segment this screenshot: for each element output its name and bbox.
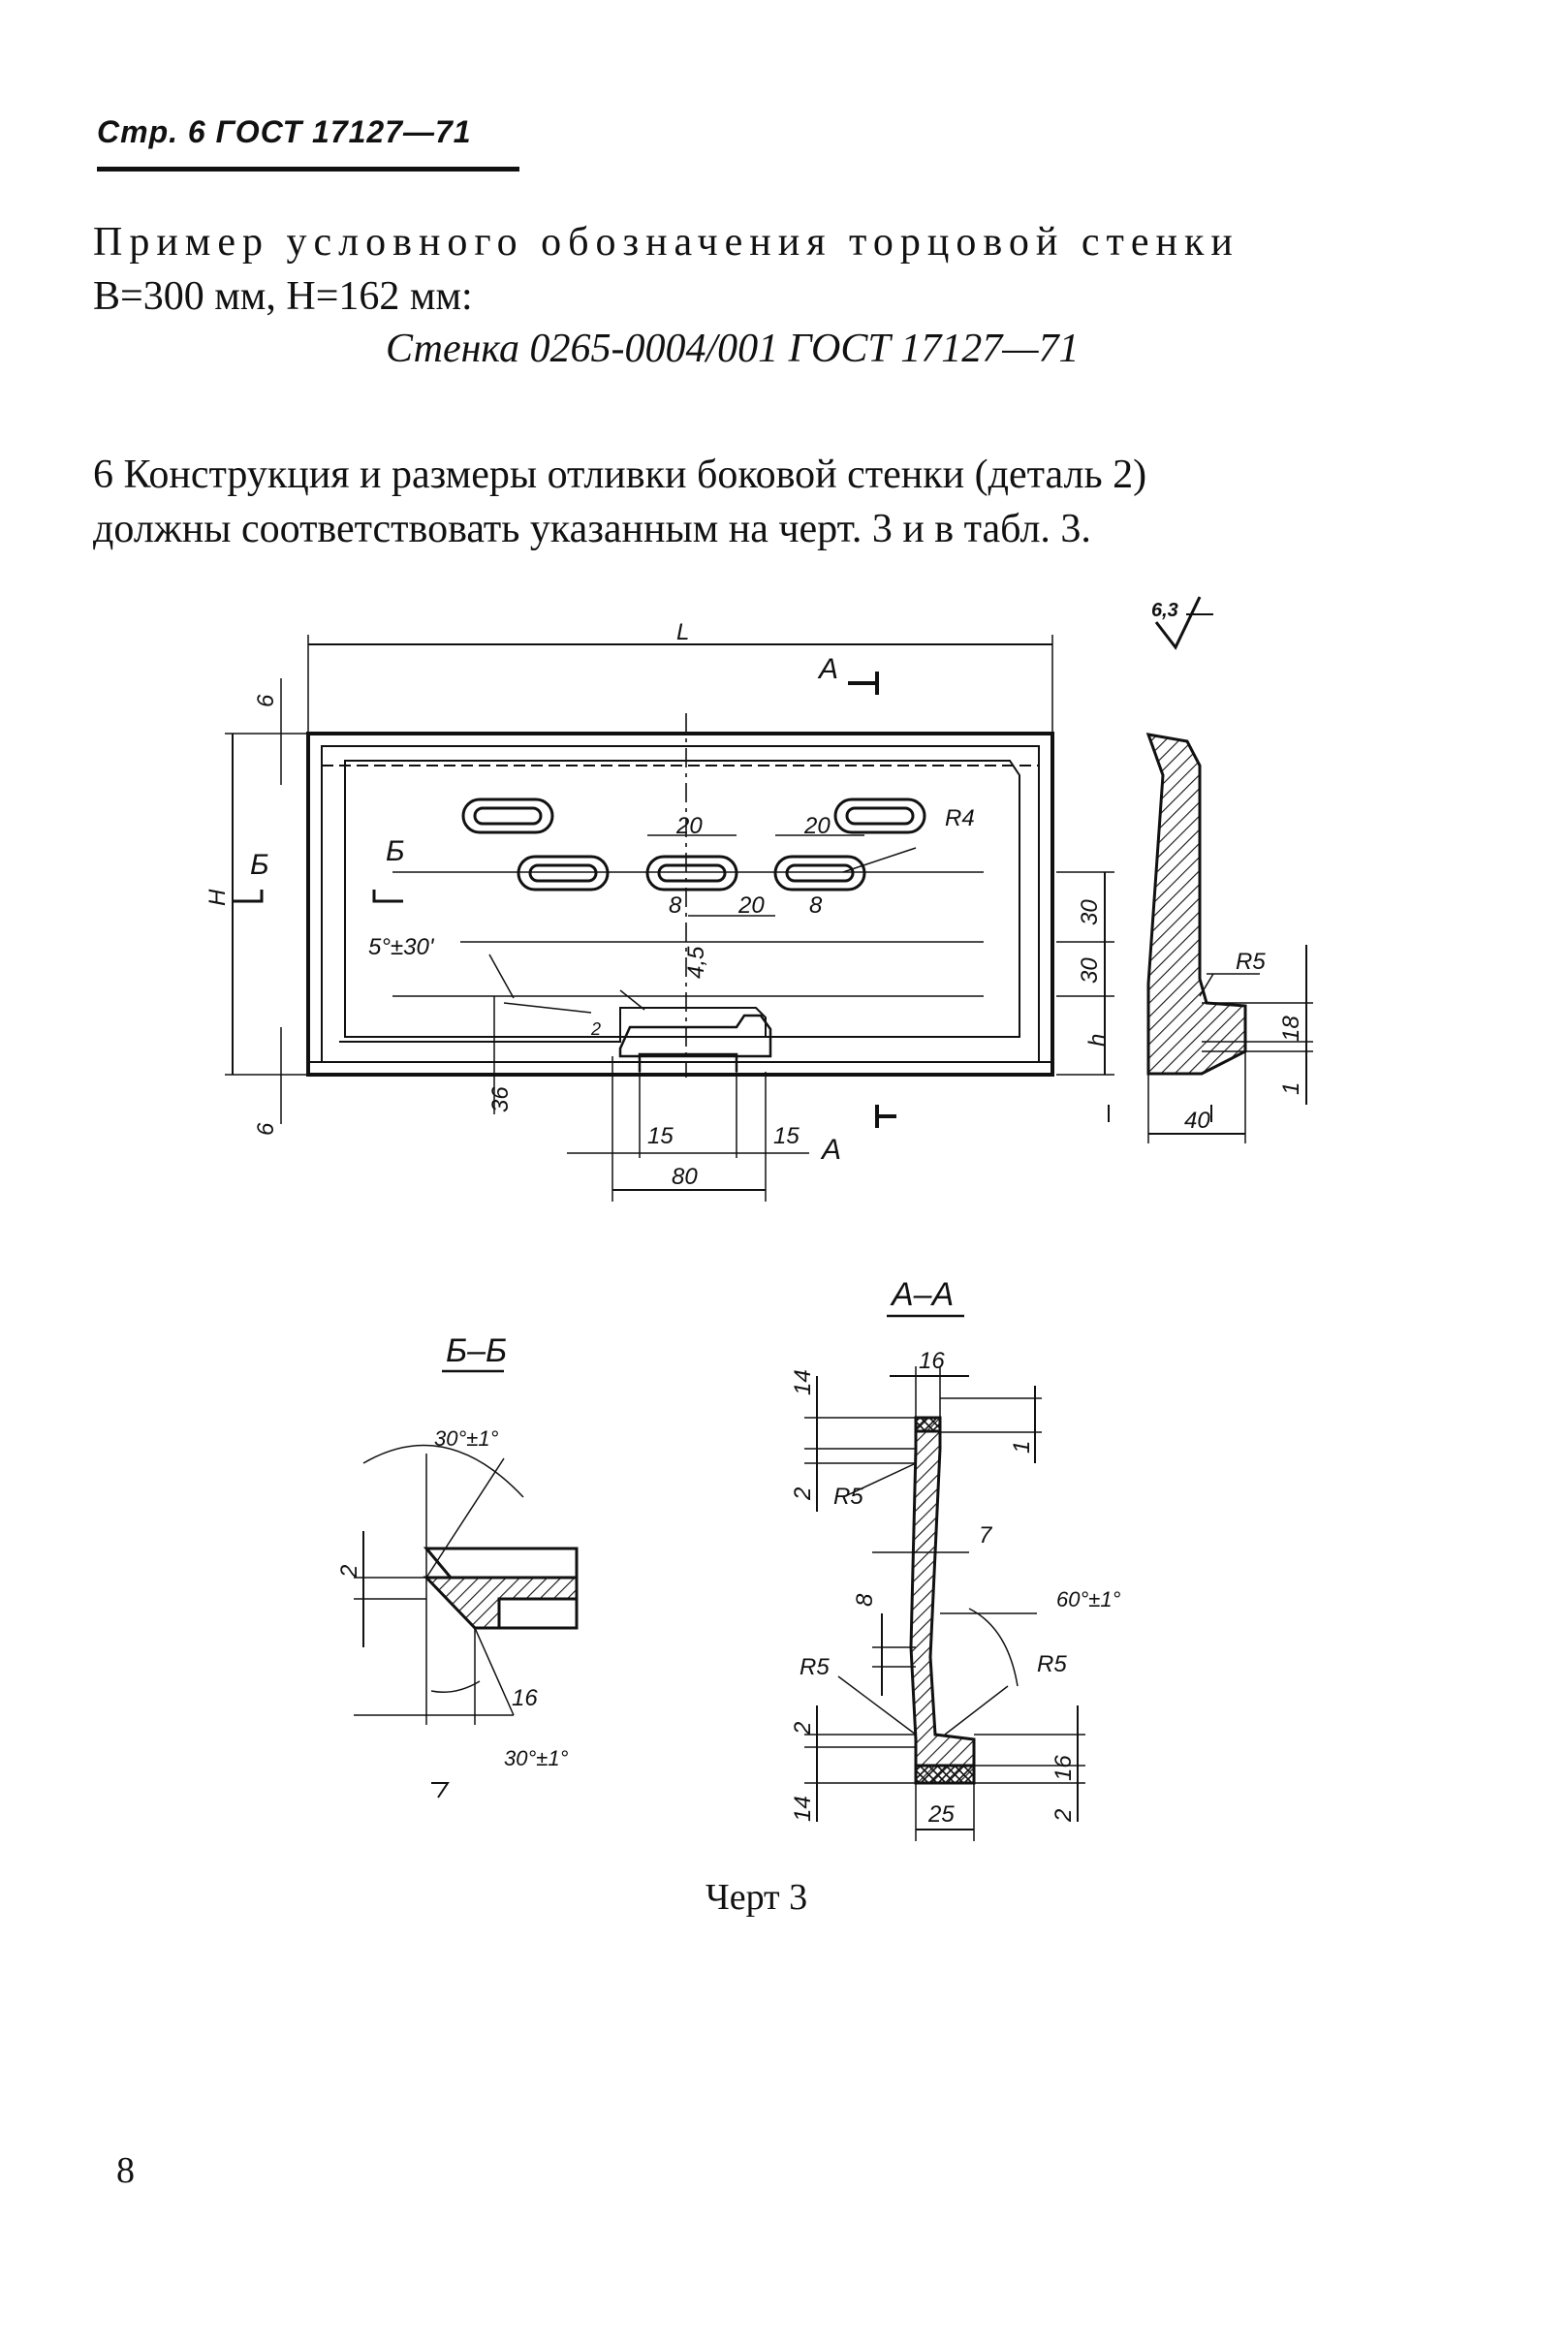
dim-2-aa-left: 2: [790, 1722, 816, 1736]
dim-8-b: 8: [809, 892, 823, 919]
dim-h: h: [1084, 1034, 1111, 1047]
figure-caption: Черт 3: [706, 1877, 808, 1918]
dim-15-a: 15: [647, 1123, 674, 1149]
dim-R5-aa-top: R5: [833, 1484, 863, 1510]
dim-40: 40: [1184, 1108, 1210, 1134]
side-view-labels: R5 18 1 40: [1184, 949, 1304, 1134]
dim-15-b: 15: [773, 1123, 800, 1149]
dim-20-b: 20: [803, 813, 831, 839]
designation-example: Стенка 0265-0004/001 ГОСТ 17127—71: [386, 327, 1080, 371]
dim-16-aa-top: 16: [919, 1348, 945, 1374]
dim-30-a: 30: [1077, 899, 1103, 925]
dim-H: H: [204, 889, 231, 906]
section-aa: [804, 1366, 1085, 1841]
dim-14-aa-top: 14: [790, 1369, 816, 1395]
section-aa-labels: А–А 16 14 1 2 R5 7 8 60°±1° R5 R5 2 16 2…: [790, 1276, 1121, 1828]
dim-8-aa: 8: [852, 1593, 878, 1607]
dim-30deg-bottom: 30°±1°: [504, 1746, 569, 1770]
dim-2: 2: [590, 1019, 601, 1039]
dim-25: 25: [927, 1801, 955, 1828]
page-number: 8: [116, 2150, 135, 2191]
dim-80: 80: [672, 1164, 698, 1190]
section-mark-A-bottom: A: [820, 1134, 841, 1166]
dim-L: L: [676, 619, 689, 645]
roughness-mark: 6,3: [1151, 596, 1213, 650]
section-mark-B-left: Б: [250, 849, 269, 881]
dim-20-c: 20: [737, 892, 765, 919]
dim-R5-aa-right: R5: [1037, 1651, 1067, 1677]
dim-14-aa-bottom: 14: [790, 1796, 816, 1822]
dim-7: 7: [979, 1522, 993, 1548]
section-mark-A-top: A: [817, 653, 838, 685]
section-bb-title: Б–Б: [446, 1332, 507, 1369]
clause-6-line-2: должны соответствовать указанным на черт…: [93, 507, 1091, 551]
dim-18: 18: [1278, 1016, 1304, 1042]
main-view: [225, 635, 1212, 1202]
dim-2-aa-top: 2: [790, 1487, 816, 1501]
dim-60deg: 60°±1°: [1056, 1587, 1121, 1611]
example-paragraph: Пример условного обозначения торцовой ст…: [93, 215, 1450, 324]
dim-R4: R4: [945, 805, 975, 831]
dim-1-aa: 1: [1009, 1441, 1035, 1454]
section-bb-labels: Б–Б 30°±1° 2 16 30°±1°: [336, 1332, 569, 1770]
dim-1-side: 1: [1278, 1082, 1304, 1095]
main-view-labels: L H h 6 6 20 20 8 20 8 30 30 36 15 15 80…: [204, 619, 1111, 1190]
dim-R5-aa-left: R5: [800, 1654, 830, 1680]
section-bb: [354, 1444, 579, 1799]
dim-2-aa-right: 2: [1051, 1809, 1077, 1823]
dim-16-aa-right: 16: [1051, 1755, 1077, 1781]
section-mark-B-right: Б: [386, 835, 405, 867]
dim-4-5: 4,5: [683, 946, 709, 979]
dim-6-bottom: 6: [253, 1122, 279, 1136]
dim-16-bb: 16: [512, 1685, 538, 1711]
dim-30deg-top: 30°±1°: [434, 1426, 499, 1451]
dim-R5-side: R5: [1236, 949, 1266, 975]
dim-angle-5: 5°±30': [368, 934, 435, 960]
dim-6-top: 6: [253, 694, 279, 707]
dim-30-b: 30: [1077, 957, 1103, 984]
example-line-1: Пример условного обозначения торцовой ст…: [93, 220, 1239, 265]
section-aa-title: А–А: [890, 1276, 954, 1313]
page-header: Стр. 6 ГОСТ 17127—71: [97, 114, 472, 149]
example-line-2: B=300 мм, H=162 мм:: [93, 274, 473, 319]
clause-6-line-1: 6 Конструкция и размеры отливки боковой …: [93, 453, 1147, 497]
dim-20-a: 20: [675, 813, 703, 839]
slot-holes: [461, 798, 926, 891]
dim-2-bb: 2: [336, 1565, 362, 1579]
header-rule: [97, 167, 519, 172]
side-view: [1145, 733, 1313, 1143]
dim-8-a: 8: [669, 892, 682, 919]
dim-36: 36: [487, 1086, 514, 1112]
clause-6-paragraph: 6 Конструкция и размеры отливки боковой …: [93, 448, 1450, 556]
roughness-value: 6,3: [1151, 600, 1178, 621]
